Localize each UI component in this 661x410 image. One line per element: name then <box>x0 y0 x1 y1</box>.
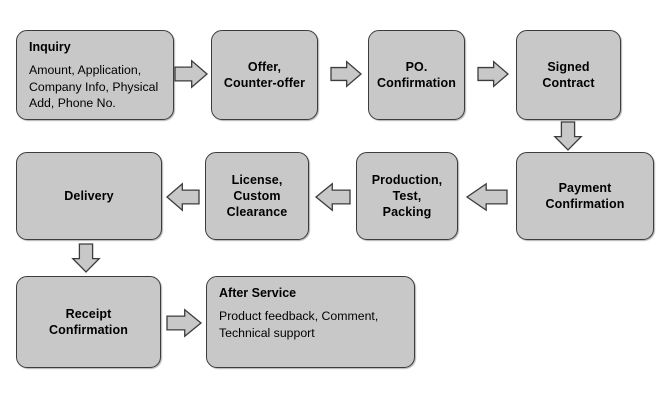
node-title: License, Custom Clearance <box>226 173 288 219</box>
node-body: Amount, Application, Company Info, Physi… <box>29 63 159 110</box>
node-production-test-packing[interactable]: Production, Test, Packing <box>356 152 458 240</box>
node-payment-confirmation[interactable]: Payment Confirmation <box>516 152 654 240</box>
node-delivery[interactable]: Delivery <box>16 152 162 240</box>
node-signed-contract[interactable]: Signed Contract <box>516 30 621 120</box>
node-license-custom-clearance[interactable]: License, Custom Clearance <box>205 152 309 240</box>
arrow-right-icon-po-to-signed-contract <box>477 60 509 88</box>
arrow-left-icon-license-to-delivery <box>166 182 200 212</box>
node-title: Production, Test, Packing <box>371 173 443 219</box>
node-body: Product feedback, Comment, Technical sup… <box>219 309 379 340</box>
arrow-right-icon-receipt-to-after-service <box>166 308 203 338</box>
node-title: After Service <box>219 286 297 300</box>
node-title: Receipt Confirmation <box>49 307 128 337</box>
arrow-left-icon-production-to-license <box>314 182 351 212</box>
arrow-right-icon-offer-to-po <box>330 60 362 88</box>
node-po-confirmation[interactable]: PO. Confirmation <box>368 30 465 120</box>
node-title: Delivery <box>64 189 114 203</box>
node-title: Inquiry <box>29 40 71 54</box>
node-offer[interactable]: Offer, Counter-offer <box>211 30 318 120</box>
node-receipt-confirmation[interactable]: Receipt Confirmation <box>16 276 161 368</box>
node-title: Offer, Counter-offer <box>223 60 306 90</box>
arrow-down-icon-signed-contract-to-payment <box>553 121 583 151</box>
arrow-left-icon-payment-to-production <box>465 182 508 212</box>
node-title: Signed Contract <box>542 60 595 90</box>
arrow-down-icon-delivery-to-receipt <box>71 243 101 273</box>
node-title: PO. Confirmation <box>377 60 456 90</box>
arrow-right-icon-inquiry-to-offer <box>174 59 208 89</box>
node-title: Payment Confirmation <box>545 181 625 211</box>
